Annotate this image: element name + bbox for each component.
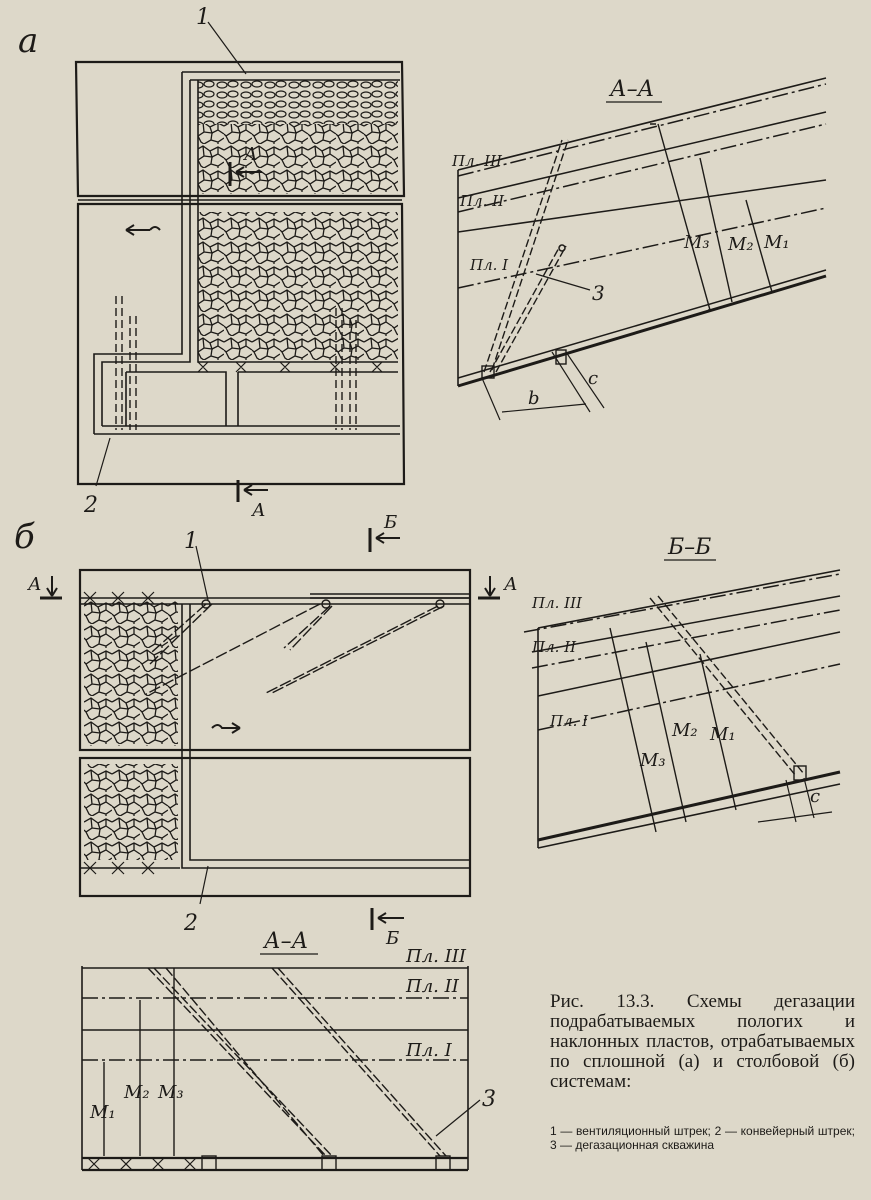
number-3-bottom: 3 <box>482 1087 496 1112</box>
figure-caption: Рис. 13.3. Схемы дегазации подрабатываем… <box>550 991 855 1092</box>
dim-m2-bb: М₂ <box>671 720 698 741</box>
section-b-letter-bottom: Б <box>385 928 399 949</box>
goaf-b-upper <box>84 600 178 746</box>
galleries-b <box>80 597 470 869</box>
seam-i-bb <box>537 663 841 731</box>
dim-c-label-top: с <box>588 368 598 389</box>
boreholes-aa-bottom <box>147 967 447 1157</box>
dim-m1-aa-bottom: М₁ <box>89 1102 116 1123</box>
dim-m1-top: М₁ <box>763 232 790 253</box>
section-aa-title-top: А–А <box>608 77 654 102</box>
airflow-arrow-b <box>211 722 241 734</box>
dim-m2-top: М₂ <box>727 234 754 255</box>
label-b: б <box>14 517 35 557</box>
dim-m3-aa-bottom: М₃ <box>157 1082 184 1103</box>
boreholes-section-aa <box>483 139 569 373</box>
seam-ii-bb <box>531 609 841 669</box>
lower-block-b <box>78 756 472 898</box>
seam-ii-label-top: Пл. II <box>459 192 505 210</box>
goaf-upper <box>198 124 398 194</box>
section-aa-title-bottom: А–А <box>262 929 308 954</box>
figure-a-plan: а А А 1 2 <box>18 5 406 521</box>
dim-m2-aa-bottom: М₂ <box>123 1082 150 1103</box>
dim-c-label-bb: с <box>810 786 820 807</box>
boreholes-fan-b <box>145 603 445 695</box>
lower-rock-block <box>76 202 406 486</box>
section-aa-bottom: А–А Пл. III Пл. II Пл. I М₁ М₂ М₃ 3 <box>81 929 496 1172</box>
dim-b-label: b <box>528 388 540 409</box>
number-1-b: 1 <box>184 529 198 554</box>
figure-legend: 1 — вентиляционный штрек; 2 — конвейерны… <box>550 1124 855 1152</box>
borehole-collar <box>481 365 495 379</box>
seam-ii-label-bb: Пл. II <box>531 638 577 656</box>
section-a-letter-bottom: А <box>250 500 266 521</box>
goaf-lower <box>198 212 398 362</box>
frame-aa-bottom <box>81 966 469 1170</box>
seam-iii-line <box>457 83 827 177</box>
dim-m3-bb: М₃ <box>639 750 666 771</box>
section-a-letter-right: А <box>502 574 518 595</box>
borehole-bb <box>649 595 805 777</box>
seam-iii-label-aa-bottom: Пл. III <box>405 946 467 967</box>
dims-bb <box>609 627 737 833</box>
label-a: а <box>18 21 38 61</box>
section-bb: Б–Б Пл. III Пл. II Пл. I М₃ М₂ М₁ с <box>523 535 841 849</box>
dim-m3-line <box>650 123 712 311</box>
number-2-b: 2 <box>183 911 198 936</box>
figure-b-plan: б А А Б Б 1 2 <box>14 512 518 949</box>
airflow-arrow-a <box>125 224 161 236</box>
section-aa-top: А–А Пл. III Пл. II Пл. I М₃ М₂ М₁ b с 3 <box>451 77 827 421</box>
dim-m1-bb: М₁ <box>709 724 736 745</box>
conveyor-gallery <box>94 425 400 435</box>
seam-i-line <box>457 207 827 289</box>
number-2-a: 2 <box>83 493 98 518</box>
boreholes-plan-a <box>115 296 357 430</box>
seam-ii-line <box>457 123 827 213</box>
seam-iii-label-top: Пл. III <box>451 152 503 170</box>
number-3-top: 3 <box>592 281 605 305</box>
upper-rock-block <box>74 60 406 198</box>
dim-m2-line <box>699 157 733 303</box>
section-b-letter-top: Б <box>383 512 397 533</box>
upper-block-b <box>78 568 472 752</box>
dim-m1-line <box>745 199 773 293</box>
dim-b-c-lines <box>481 351 605 421</box>
leader-2-a <box>95 437 111 487</box>
section-a-letter-left: А <box>26 574 42 595</box>
seam-i-label-bb: Пл. I <box>549 712 589 730</box>
roof-supports <box>197 361 383 373</box>
number-1-a: 1 <box>196 5 210 30</box>
seam-i-label-top: Пл. I <box>469 256 509 274</box>
gallery-box <box>555 349 567 365</box>
caved-zone-top <box>198 80 398 124</box>
seam-i-label-aa-bottom: Пл. I <box>405 1040 453 1061</box>
leader-1-a <box>207 21 247 75</box>
seam-iii-label-bb: Пл. III <box>531 594 583 612</box>
seam-ii-label-aa-bottom: Пл. II <box>405 976 460 997</box>
dims-aa-bottom <box>103 968 175 1156</box>
worked-seam-aa-bottom <box>82 1156 468 1172</box>
goaf-b-lower <box>84 764 178 860</box>
section-bb-title: Б–Б <box>667 535 711 560</box>
frame-left <box>457 77 827 386</box>
section-a-letter-top: А <box>242 144 258 165</box>
dim-m3-top: М₃ <box>683 232 710 253</box>
worked-seam-bb <box>537 770 841 842</box>
ventilation-gallery <box>93 71 400 434</box>
supports-b <box>83 591 155 875</box>
pillars <box>125 371 398 426</box>
worked-seam-line <box>457 274 827 388</box>
